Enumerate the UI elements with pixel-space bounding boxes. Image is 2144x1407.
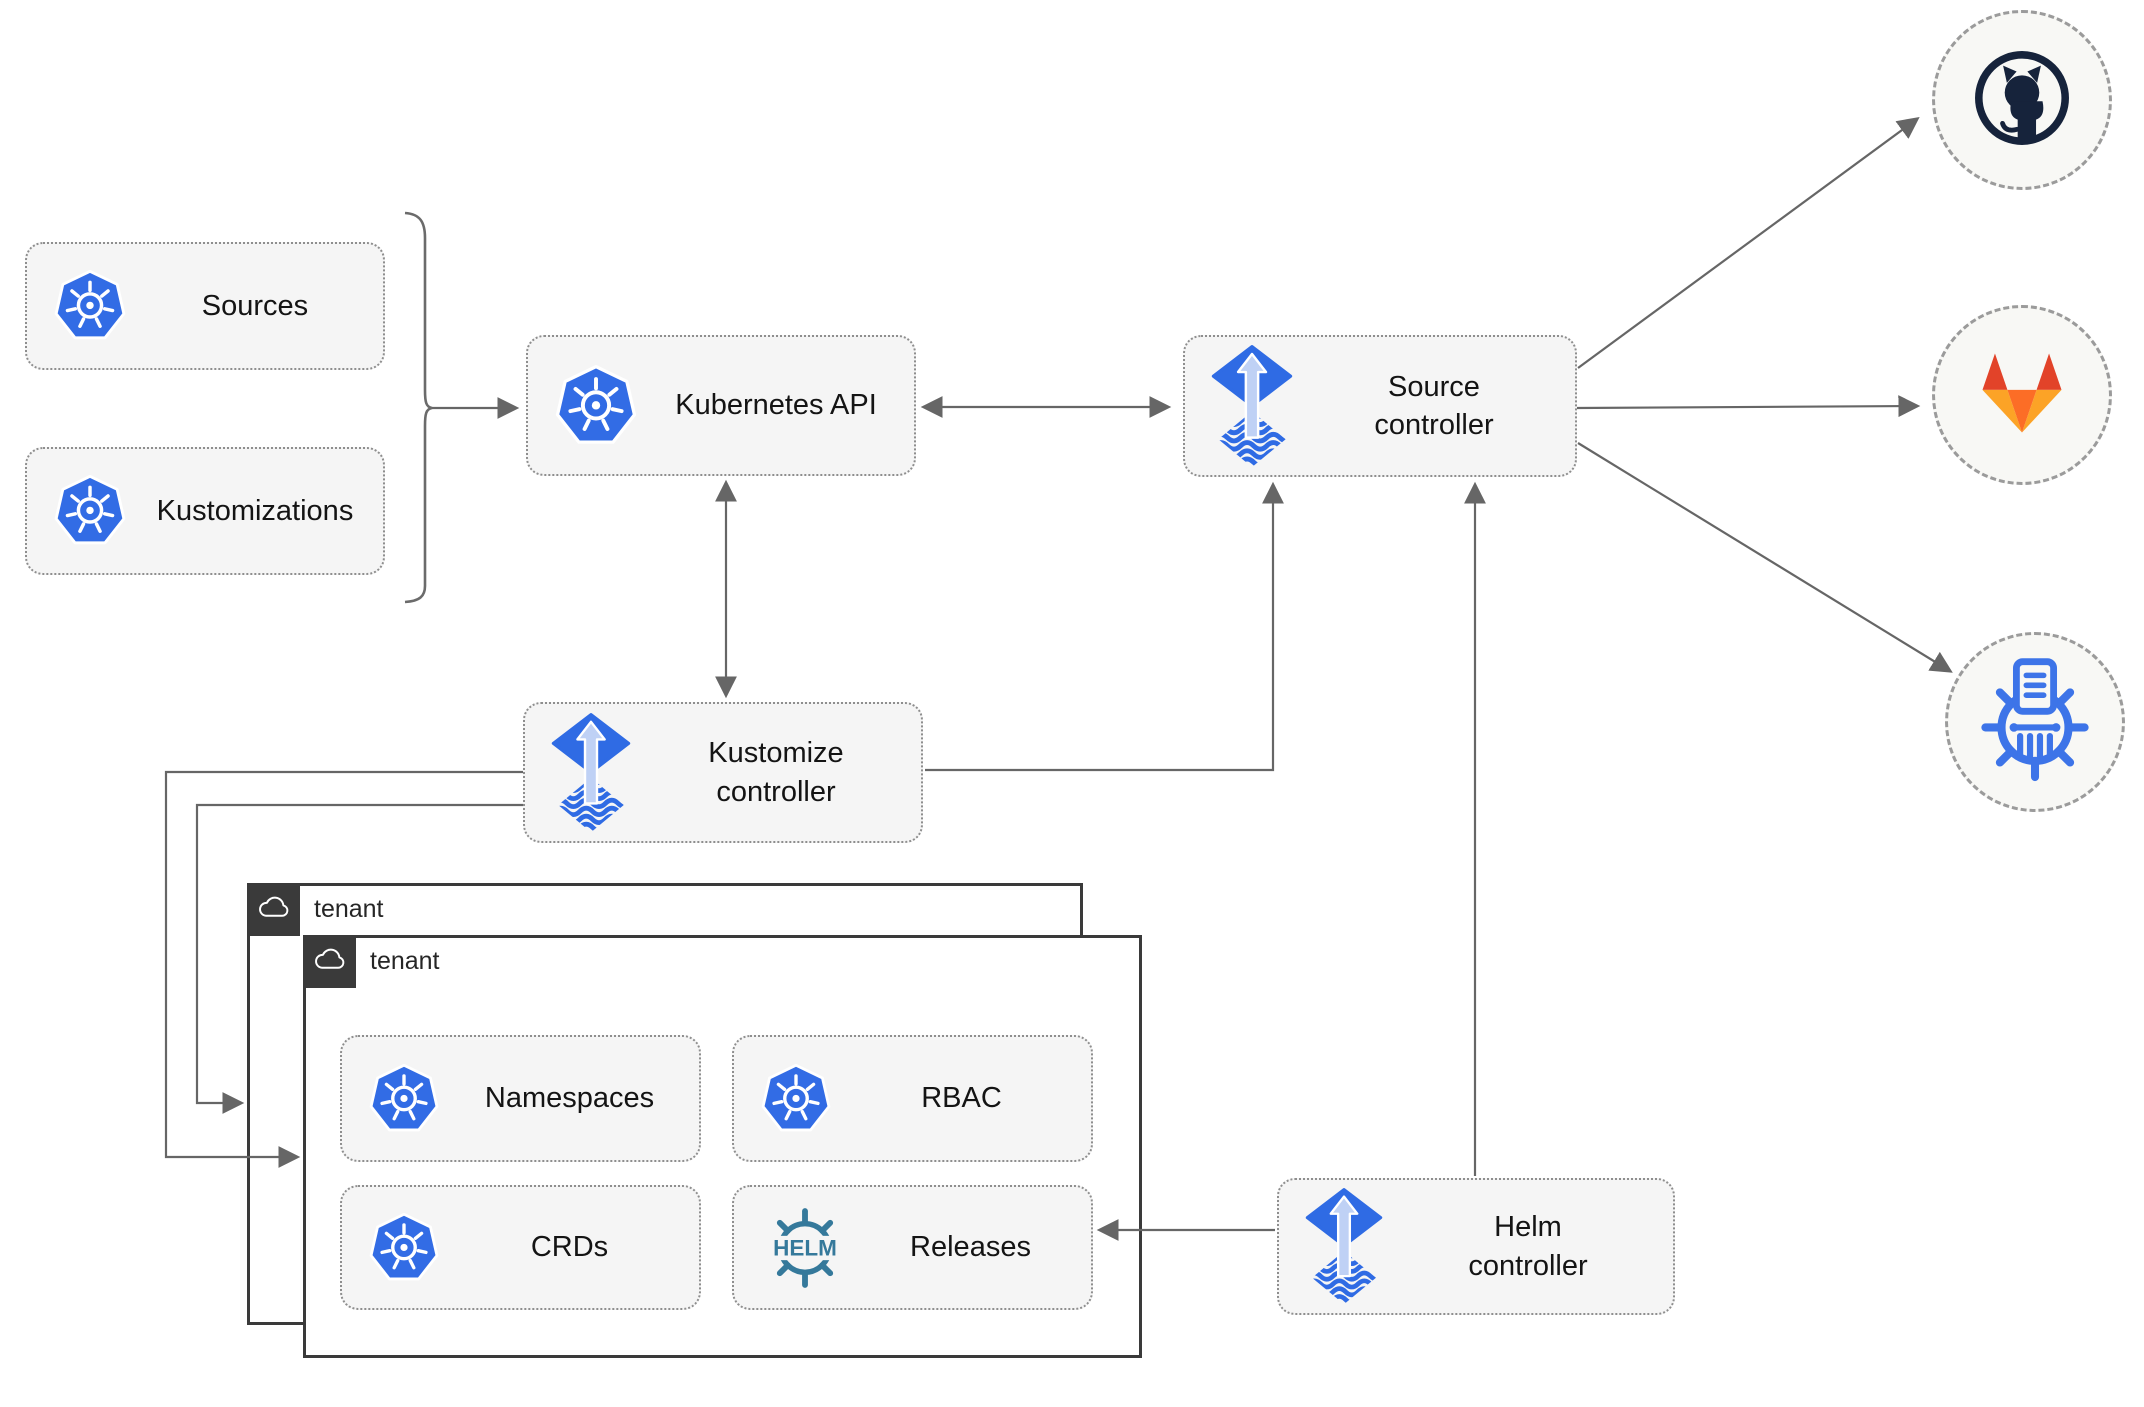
helm-icon [760,1203,850,1293]
node-sources: Sources [25,242,385,370]
node-kubernetes-api: Kubernetes API [526,335,916,476]
kubernetes-icon [368,1063,440,1135]
kubernetes-icon [760,1063,832,1135]
flux-icon [1305,1187,1383,1306]
arrow-kustomize-to-source-controller [925,481,1284,772]
arrow-source-to-github [1577,117,1920,369]
gitlab-icon [1970,341,2074,450]
node-label: Sources [201,289,309,322]
tenant-tab [247,883,300,936]
flux-icon [551,712,631,834]
cloud-icon [312,946,348,978]
arrow-source-to-chartmuseum [1577,442,1953,673]
node-crds: CRDs [340,1185,701,1310]
node-label: CRDs [530,1231,609,1264]
node-label: Kustomizations [156,494,354,527]
cloud-icon [256,894,292,926]
node-label: Kustomize controller [708,737,844,808]
node-label: Kubernetes API [675,389,877,422]
chartmuseum-icon [1973,658,2097,787]
node-label: Source controller [1374,370,1494,441]
node-label: Helm controller [1468,1211,1588,1282]
brace-sources-kustomizations [404,211,433,604]
node-helm-controller: Helm controller [1277,1178,1675,1315]
tenant-tab [303,935,356,988]
tenant-label: tenant [314,895,384,923]
tenant-label: tenant [370,947,440,975]
node-namespaces: Namespaces [340,1035,701,1162]
node-label: RBAC [921,1082,1002,1115]
node-rbac: RBAC [732,1035,1093,1162]
kubernetes-icon [53,269,127,343]
kubernetes-icon [53,474,127,548]
flux-icon [1211,344,1293,469]
node-releases: Releases [732,1185,1093,1310]
arrow-source-to-gitlab [1576,395,1921,418]
github-circle [1932,10,2112,190]
node-kustomize-controller: Kustomize controller [523,702,923,843]
node-source-controller: Source controller [1183,335,1577,477]
node-label: Namespaces [484,1082,655,1115]
node-label: Releases [910,1231,1031,1264]
chartmuseum-circle [1945,632,2125,812]
github-icon [1968,44,2076,157]
kubernetes-icon [554,364,638,448]
node-kustomizations: Kustomizations [25,447,385,575]
kubernetes-icon [368,1212,440,1284]
gitlab-circle [1932,305,2112,485]
